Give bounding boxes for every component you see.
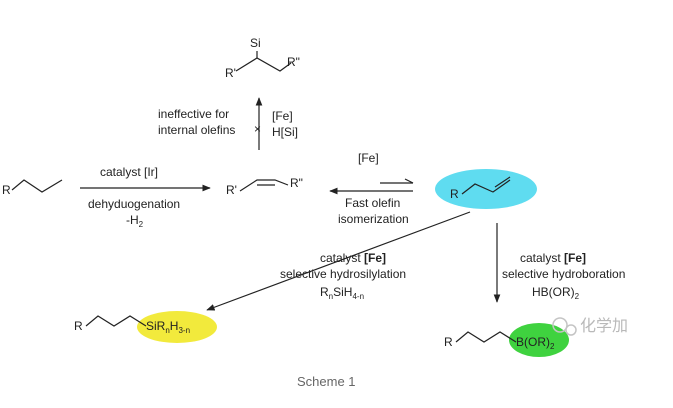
dehydrogenation-label: dehyduogenation	[88, 197, 180, 211]
watermark: 化学加	[552, 317, 628, 336]
olefin-r-prime-label: R'	[226, 183, 237, 197]
terminal-olefin-r-label: R	[450, 187, 459, 201]
fast-olefin-label: Fast olefin	[345, 196, 400, 210]
hydrobor-catalyst-label: catalyst [Fe]	[520, 251, 586, 265]
blocked-hydrosilylation-arrow: × ineffective for internal olefins [Fe] …	[158, 97, 298, 150]
scheme-caption: Scheme 1	[297, 374, 356, 389]
green-highlight	[509, 323, 569, 357]
hydrobor-selective-label: selective hydroboration	[502, 267, 625, 281]
boryl-product-r-label: R	[444, 335, 453, 349]
r-double-prime-label: R"	[287, 55, 300, 69]
boryl-product-formula: B(OR)2	[516, 335, 555, 351]
dehydrogenation-arrow: catalyst [Ir] dehyduogenation -H2	[80, 165, 211, 229]
isomerization-equilibrium: [Fe] Fast olefin isomerization	[329, 151, 414, 226]
fe-top-label: [Fe]	[272, 109, 293, 123]
linear-boryl-product: R B(OR)2	[444, 323, 569, 357]
hsi-label: H[Si]	[272, 125, 298, 139]
silyl-product-r-label: R	[74, 319, 83, 333]
olefin-r-double-prime-label: R"	[290, 176, 303, 190]
terminal-olefin: R	[435, 169, 537, 209]
borane-formula-label: HB(OR)2	[532, 285, 580, 301]
hydrosil-selective-label: selective hydrosilylation	[280, 267, 406, 281]
r-prime-label: R'	[225, 66, 236, 80]
ineffective-line1: ineffective for	[158, 107, 229, 121]
branched-silyl-product: Si R' R"	[225, 36, 300, 80]
linear-silyl-product: R SiRnH3-n	[74, 311, 217, 343]
isomerization-label: isomerization	[338, 212, 409, 226]
hydrosil-catalyst-label: catalyst [Fe]	[320, 251, 386, 265]
alkane-r-label: R	[2, 183, 11, 197]
catalyst-ir-label: catalyst [Ir]	[100, 165, 158, 179]
minus-h2-label: -H2	[126, 213, 144, 229]
watermark-logo-icon	[552, 317, 568, 333]
alkane-start: R	[2, 179, 63, 197]
watermark-text: 化学加	[580, 317, 628, 335]
ineffective-line2: internal olefins	[158, 123, 235, 137]
fe-mid-label: [Fe]	[358, 151, 379, 165]
internal-olefin: R' R"	[226, 176, 303, 197]
si-label: Si	[250, 36, 261, 50]
blocked-x-mark: ×	[254, 122, 261, 136]
yellow-highlight	[137, 311, 217, 343]
hydrosilylation-arrow: catalyst [Fe] selective hydrosilylation …	[206, 211, 471, 311]
hydroboration-arrow: catalyst [Fe] selective hydroboration HB…	[493, 223, 625, 303]
silane-formula-label: RnSiH4-n	[320, 285, 364, 301]
